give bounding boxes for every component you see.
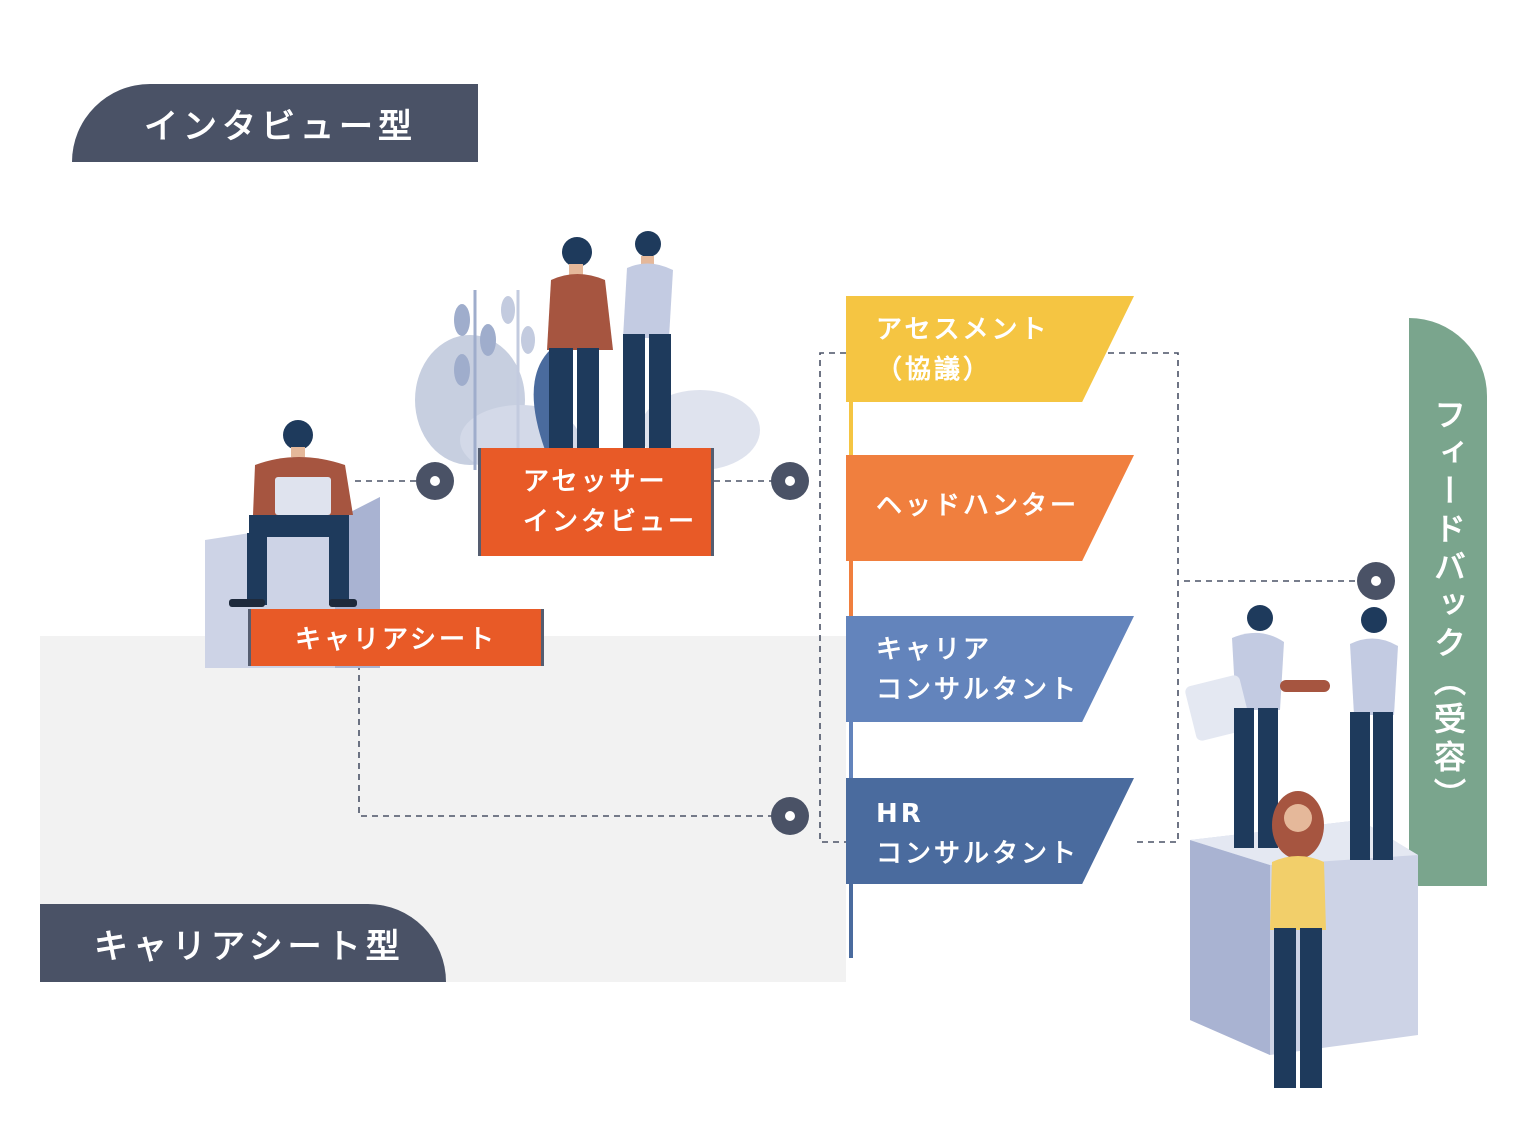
flag-assessment-text: アセスメント （協議） [876, 310, 1049, 390]
feedback-label: フィードバック（受容） [1429, 398, 1467, 816]
flag-headhunter-line-1: ヘッドハンター [876, 491, 1080, 521]
node-interview-left [416, 462, 454, 500]
career-sheet-label: キャリアシート [295, 625, 497, 655]
career-sheet-box: キャリアシート [248, 609, 544, 666]
flag-hr-consultant [846, 778, 1134, 884]
flag-hr-consultant-line-1: HR [876, 799, 924, 829]
flag-assessment [846, 296, 1134, 402]
assessor-interview-line-1: アセッサー [523, 467, 668, 497]
line-right-bracket [1108, 352, 1179, 843]
flag-hr-consultant-line-2: コンサルタント [876, 839, 1080, 869]
two-men-talking-icon [547, 231, 673, 448]
flag-assessment-line-1: アセスメント [876, 315, 1050, 345]
assessor-interview-line-2: インタビュー [523, 507, 698, 537]
flag-headhunter-text: ヘッドハンター [876, 486, 1079, 526]
node-interview-right [771, 462, 809, 500]
assessor-interview-box: アセッサー インタビュー [478, 448, 714, 556]
interview-type-label: インタビュー型 [72, 84, 478, 162]
flag-hr-consultant-text: HR コンサルタント [876, 794, 1079, 874]
flag-assessment-line-2: （協議） [876, 355, 993, 385]
flag-career-consultant-line-2: コンサルタント [876, 675, 1080, 705]
node-feedback [1357, 562, 1395, 600]
flag-headhunter [846, 455, 1134, 561]
handshake-group-icon [1185, 605, 1418, 1088]
flag-career-consultant-line-1: キャリア [876, 635, 993, 665]
feedback-label-box: フィードバック（受容） [1409, 318, 1487, 886]
line-left-bracket [819, 352, 846, 843]
flag-career-consultant [846, 616, 1134, 722]
career-sheet-type-label: キャリアシート型 [40, 904, 446, 982]
flag-career-consultant-text: キャリア コンサルタント [876, 630, 1079, 710]
node-career-sheet [771, 797, 809, 835]
